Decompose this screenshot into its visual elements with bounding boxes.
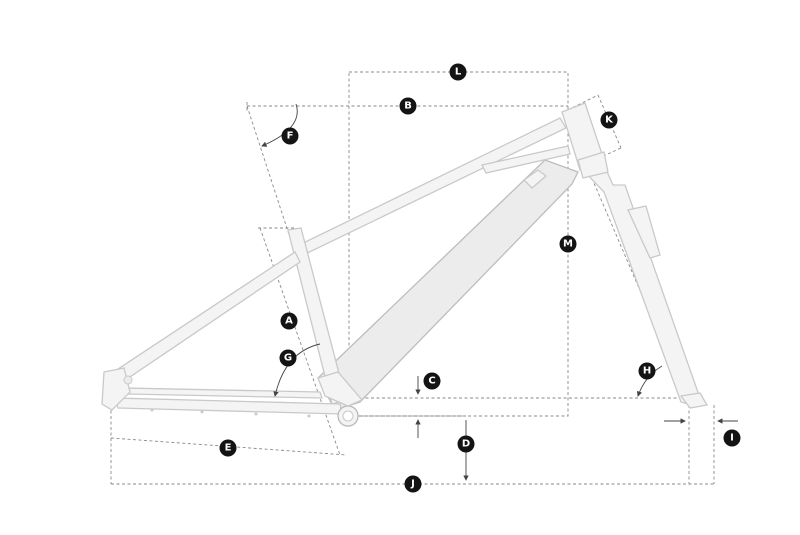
motor-mount (317, 371, 364, 407)
svg-text:K: K (605, 115, 614, 126)
headset (577, 151, 609, 179)
chain-stay-inner (124, 387, 323, 399)
badge-e: E (219, 439, 237, 457)
label-badges: L B F K M A G C H D E I J (219, 63, 741, 493)
badge-c: C (423, 372, 441, 390)
dropout-bolt (123, 375, 133, 385)
badge-j: J (404, 475, 422, 493)
svg-text:M: M (563, 239, 573, 250)
bottom-bracket-inner (342, 410, 354, 422)
svg-text:D: D (462, 439, 470, 450)
svg-text:B: B (404, 101, 412, 112)
chain-stay (114, 397, 343, 415)
svg-text:J: J (410, 479, 415, 490)
down-tube (317, 159, 579, 411)
badge-i: I (723, 429, 741, 447)
cable-guides (150, 408, 311, 418)
seat-stay (111, 251, 301, 384)
rear-dropout (101, 367, 131, 411)
top-tube-brace (481, 145, 571, 174)
badge-d: D (457, 435, 475, 453)
badge-l: L (449, 63, 467, 81)
svg-text:C: C (428, 376, 435, 387)
dimension-lines (110, 71, 715, 485)
badge-k: K (600, 111, 618, 129)
bike-frame (101, 102, 709, 427)
badge-f: F (281, 127, 299, 145)
badge-h: H (638, 362, 656, 380)
badge-m: M (559, 235, 577, 253)
badge-b: B (399, 97, 417, 115)
svg-text:E: E (225, 443, 232, 454)
arrow-f (261, 103, 298, 147)
badge-g: G (279, 349, 297, 367)
svg-text:L: L (455, 67, 462, 78)
svg-text:F: F (287, 131, 294, 142)
arrow-g (273, 343, 321, 397)
svg-text:G: G (284, 353, 292, 364)
svg-text:A: A (285, 316, 293, 327)
fork-dropout (679, 392, 709, 409)
svg-text:H: H (643, 366, 651, 377)
battery-latch (522, 169, 548, 189)
svg-text:I: I (730, 433, 734, 444)
fork-crown (627, 205, 661, 259)
badge-a: A (280, 312, 298, 330)
